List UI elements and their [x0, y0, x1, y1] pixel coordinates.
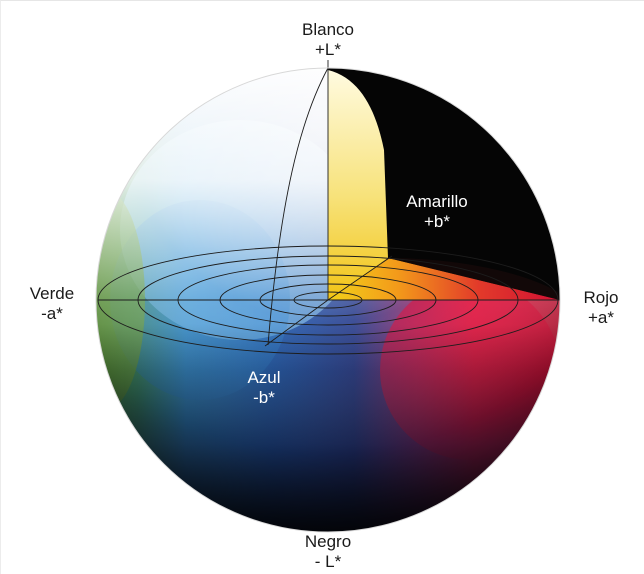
axis-front-name: Azul	[247, 368, 281, 387]
axis-label-bottom: Negro - L*	[278, 532, 378, 572]
axis-back-symbol: +b*	[424, 212, 450, 231]
axis-right-symbol: +a*	[588, 308, 614, 327]
sphere-body	[96, 68, 560, 532]
axis-label-right: Rojo +a*	[566, 288, 636, 328]
axis-label-front: Azul -b*	[224, 368, 304, 408]
grid-lines	[97, 60, 560, 355]
axis-left-symbol: -a*	[41, 304, 63, 323]
axis-label-back: Amarillo +b*	[382, 192, 492, 232]
axis-right-name: Rojo	[583, 288, 619, 307]
axis-bottom-name: Negro	[304, 532, 352, 551]
axis-label-left: Verde -a*	[14, 284, 90, 324]
sphere-outline	[95, 67, 561, 533]
axis-back-name: Amarillo	[406, 192, 468, 211]
axis-label-top: Blanco +L*	[278, 20, 378, 60]
axis-bottom-symbol: - L*	[314, 552, 342, 571]
axis-top-symbol: +L*	[315, 40, 341, 59]
axis-left-name: Verde	[29, 284, 75, 303]
axis-front-symbol: -b*	[253, 388, 275, 407]
axis-top-name: Blanco	[302, 20, 354, 39]
